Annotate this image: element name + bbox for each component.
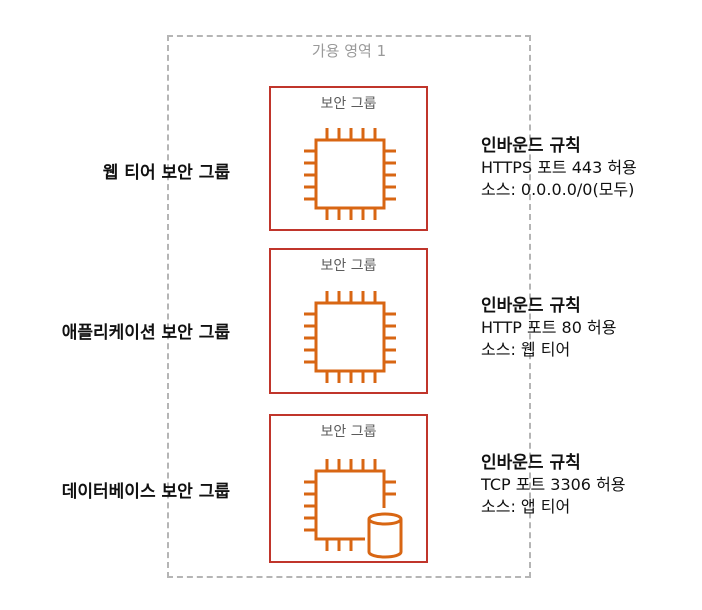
web-inbound-rules: 인바운드 규칙 HTTPS 포트 443 허용 소스: 0.0.0.0/0(모두… [481,135,637,201]
rules-port: TCP 포트 3306 허용 [481,475,626,494]
rules-title: 인바운드 규칙 [481,296,581,316]
ec2-db-instance-icon [304,459,403,559]
database-security-group-box: 보안 그룹 [269,414,428,563]
app-tier-label: 애플리케이션 보안 그룹 [61,323,230,343]
rules-port: HTTPS 포트 443 허용 [481,158,637,177]
ec2-instance-icon [304,128,396,220]
availability-zone-box [167,35,531,578]
rules-title: 인바운드 규칙 [481,453,581,473]
rules-port: HTTP 포트 80 허용 [481,318,617,337]
security-group-label: 보안 그룹 [320,96,377,112]
availability-zone-label: 가용 영역 1 [311,42,387,60]
app-security-group-box: 보안 그룹 [269,248,428,394]
web-tier-label: 웹 티어 보안 그룹 [102,163,230,183]
rules-title: 인바운드 규칙 [481,136,581,156]
security-group-label: 보안 그룹 [320,258,377,274]
rules-source: 소스: 웹 티어 [481,340,571,359]
ec2-instance-icon [304,291,396,383]
rules-source: 소스: 0.0.0.0/0(모두) [481,180,635,199]
app-inbound-rules: 인바운드 규칙 HTTP 포트 80 허용 소스: 웹 티어 [481,295,616,361]
rules-source: 소스: 앱 티어 [481,497,571,516]
web-security-group-box: 보안 그룹 [269,86,428,231]
security-group-label: 보안 그룹 [320,424,377,440]
database-inbound-rules: 인바운드 규칙 TCP 포트 3306 허용 소스: 앱 티어 [481,452,626,518]
database-tier-label: 데이터베이스 보안 그룹 [61,482,230,502]
